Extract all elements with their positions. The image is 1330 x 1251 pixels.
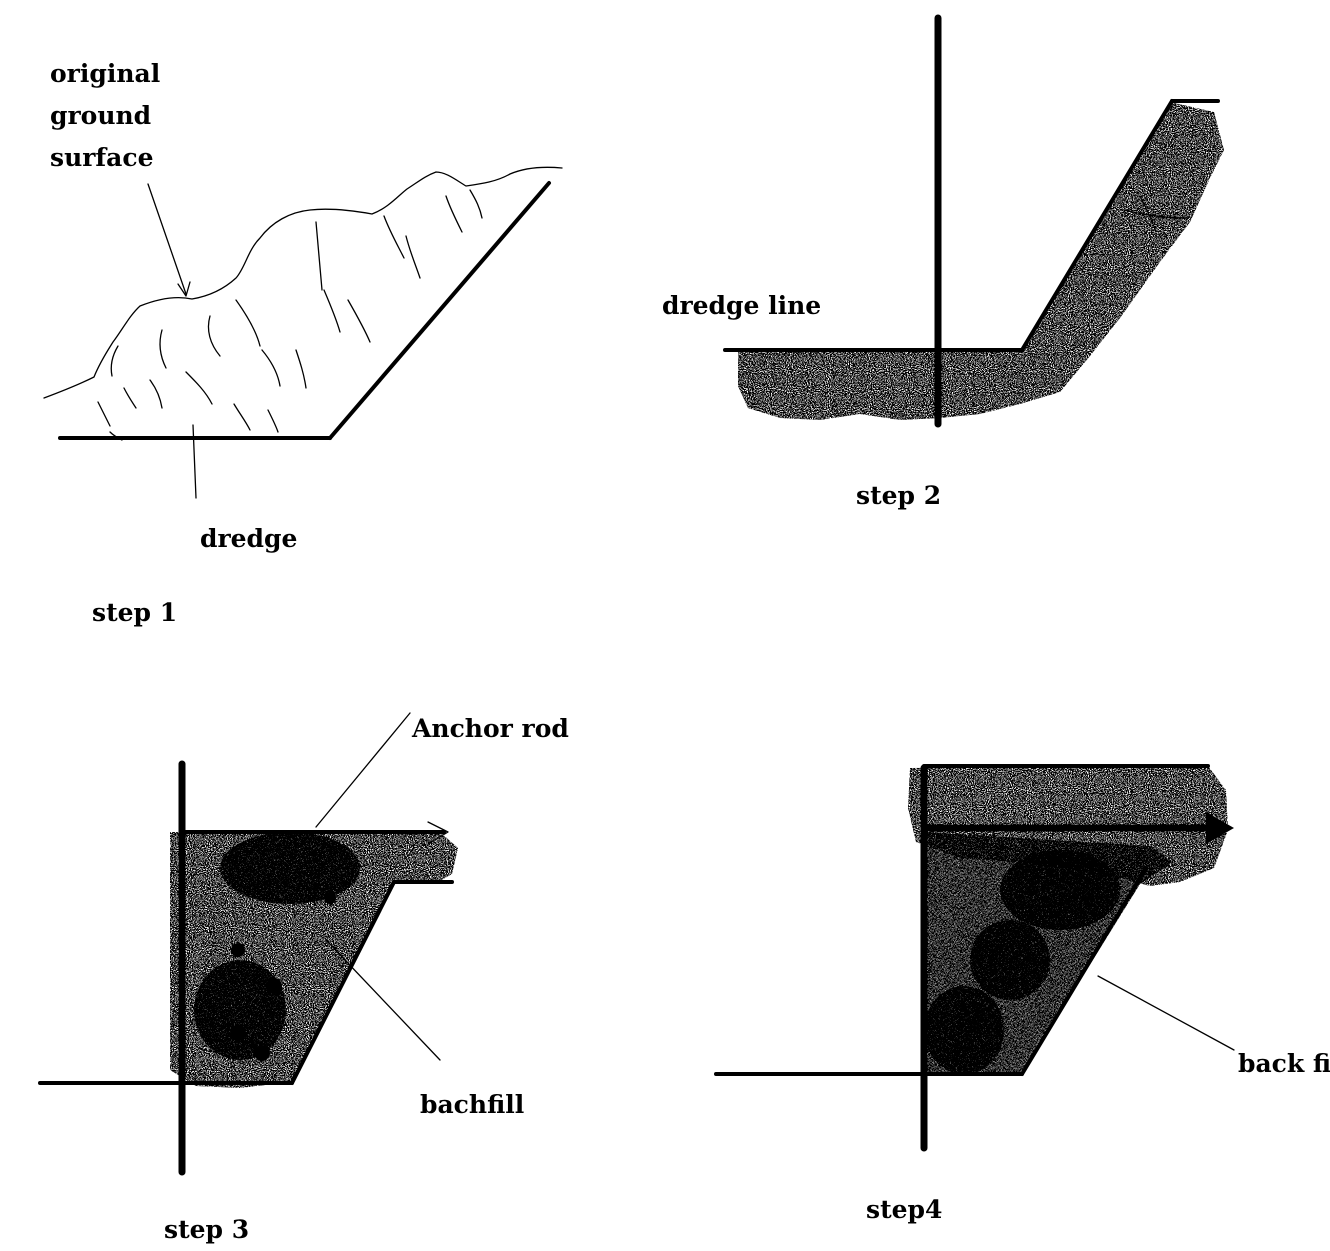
step4-caption: step4 [866, 1195, 942, 1224]
step3-caption: step 3 [164, 1215, 249, 1244]
step1-panel: original ground surface dredge step 1 [43, 59, 563, 627]
step1-label-ground: ground [50, 101, 151, 130]
step3-label-backfill: bachfill [420, 1090, 524, 1119]
step1-caption: step 1 [92, 598, 177, 627]
step1-label-original: original [50, 59, 160, 88]
step4-excavated-slope [1020, 866, 1148, 1076]
step1-dredge-pointer [192, 424, 197, 499]
step1-label-surface: surface [50, 143, 154, 172]
step4-dense-patches [924, 850, 1120, 1074]
step4-backfill-pointer [1097, 975, 1235, 1051]
step1-original-ground-outline [43, 166, 563, 399]
step1-original-ground-pointer [147, 183, 187, 295]
step3-anchor-rod-arrowhead [427, 821, 449, 845]
step2-excavated-slope [1020, 99, 1174, 352]
step2-scratch-marks [1123, 195, 1189, 233]
step3-anchor-rod-pointer [315, 712, 411, 828]
step2-caption: step 2 [856, 481, 941, 510]
step3-backfill-pointer [325, 939, 441, 1061]
step4-anchor-rod-arrowhead [1206, 812, 1234, 844]
step1-label-dredge: dredge [200, 524, 297, 553]
step1-soil-hatching [97, 189, 483, 441]
step3-panel: Anchor rod bachfill step 3 [38, 712, 569, 1244]
step3-gravel-dots [230, 892, 336, 1061]
step1-original-ground-pointer-arrowhead [177, 281, 191, 297]
step3-label-anchor-rod: Anchor rod [411, 714, 569, 743]
step2-soil-stipple [738, 102, 1224, 420]
step1-excavated-slope [328, 181, 551, 440]
step4-label-backfill: back fill [1238, 1049, 1330, 1078]
step4-panel: back fill step4 [714, 764, 1330, 1224]
step3-dense-patches [194, 832, 360, 1060]
step3-excavated-slope [290, 880, 396, 1085]
step2-label-dredge-line: dredge line [662, 291, 821, 320]
step2-panel: dredge line step 2 [662, 14, 1224, 510]
